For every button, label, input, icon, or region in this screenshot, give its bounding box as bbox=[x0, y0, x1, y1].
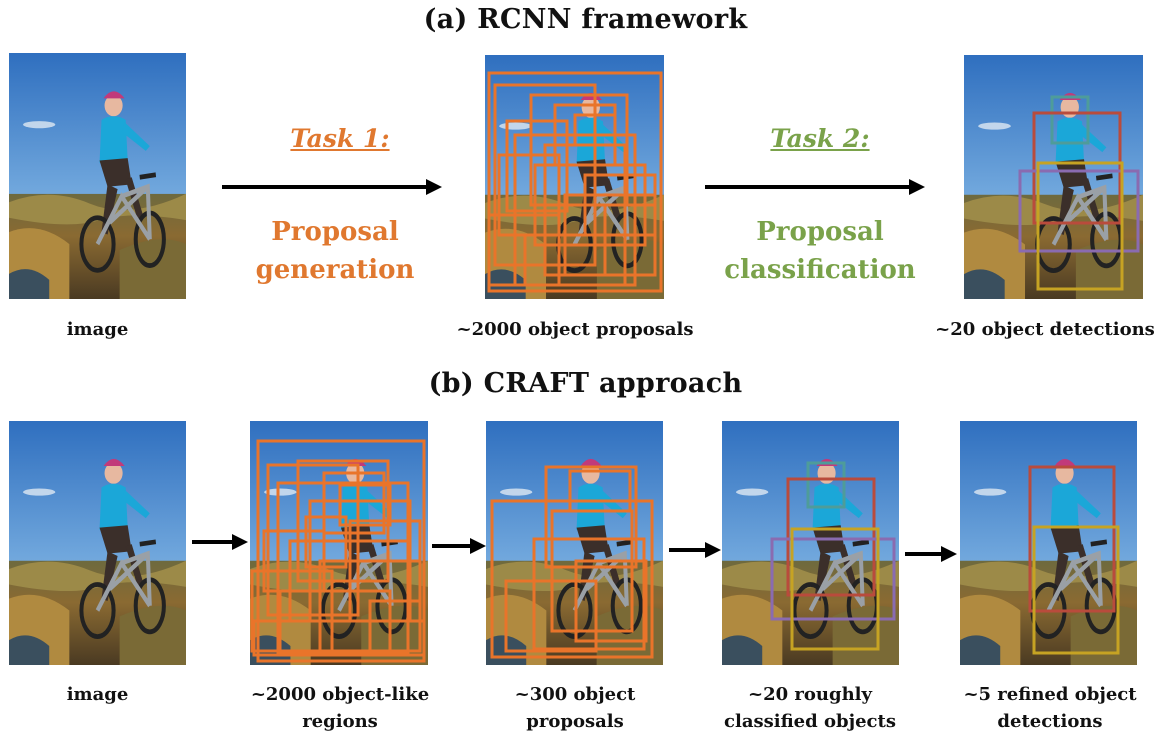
task1-description-line2: generation bbox=[255, 255, 415, 285]
craft-arrow-3 bbox=[669, 542, 721, 558]
task1-label: Task 1: bbox=[290, 124, 390, 153]
craft-caption-refined-line2: detections bbox=[997, 711, 1103, 732]
craft-caption-image: image bbox=[9, 681, 186, 708]
craft-caption-classified-line2: classified objects bbox=[724, 711, 896, 732]
rcnn-title: (a) RCNN framework bbox=[423, 4, 748, 35]
task2-label: Task 2: bbox=[770, 124, 870, 153]
craft-arrow-4 bbox=[905, 546, 957, 562]
craft-input-image bbox=[9, 421, 186, 665]
rcnn-arrow-1 bbox=[222, 179, 442, 195]
rcnn-caption-image: image bbox=[66, 319, 129, 340]
craft-title: (b) CRAFT approach bbox=[428, 368, 743, 399]
craft-caption-proposals-line2: proposals bbox=[526, 711, 624, 732]
object-proposal-boxes bbox=[490, 465, 654, 659]
craft-arrow-2 bbox=[432, 538, 486, 554]
craft-caption-regions-line1: ~2000 object-like bbox=[250, 684, 430, 705]
rcnn-input-image bbox=[9, 53, 186, 299]
rcnn-caption-proposals: ~2000 object proposals bbox=[456, 319, 694, 340]
rcnn-proposals-image bbox=[485, 55, 664, 299]
craft-caption-regions-line2: regions bbox=[302, 711, 378, 732]
craft-arrow-1 bbox=[192, 534, 248, 550]
rcnn-arrow-2 bbox=[705, 179, 925, 195]
craft-refined-detections-image bbox=[960, 421, 1137, 665]
craft-caption-refined: ~5 refined object detections bbox=[935, 681, 1165, 735]
rcnn-detections-image bbox=[964, 55, 1143, 299]
task1-description-line1: Proposal bbox=[271, 217, 399, 247]
craft-object-proposals-image bbox=[486, 421, 663, 665]
task2-description-line1: Proposal bbox=[756, 217, 884, 247]
craft-object-like-regions-image bbox=[250, 421, 428, 665]
classified-boxes bbox=[770, 461, 896, 651]
craft-classified-objects-image bbox=[722, 421, 899, 665]
craft-caption-image-line1: image bbox=[66, 684, 129, 705]
craft-caption-refined-line1: ~5 refined object bbox=[963, 684, 1137, 705]
craft-caption-proposals-line1: ~300 object bbox=[514, 684, 636, 705]
task2-description-line2: classification bbox=[724, 255, 916, 285]
craft-caption-classified: ~20 roughly classified objects bbox=[695, 681, 925, 735]
refined-boxes bbox=[1028, 465, 1120, 655]
region-boxes bbox=[250, 439, 426, 663]
proposal-boxes bbox=[487, 71, 663, 293]
craft-caption-regions: ~2000 object-like regions bbox=[225, 681, 455, 735]
craft-caption-proposals: ~300 object proposals bbox=[470, 681, 680, 735]
detection-boxes bbox=[1018, 95, 1140, 291]
rcnn-caption-detections: ~20 object detections bbox=[935, 319, 1155, 340]
craft-caption-classified-line1: ~20 roughly bbox=[748, 684, 872, 705]
